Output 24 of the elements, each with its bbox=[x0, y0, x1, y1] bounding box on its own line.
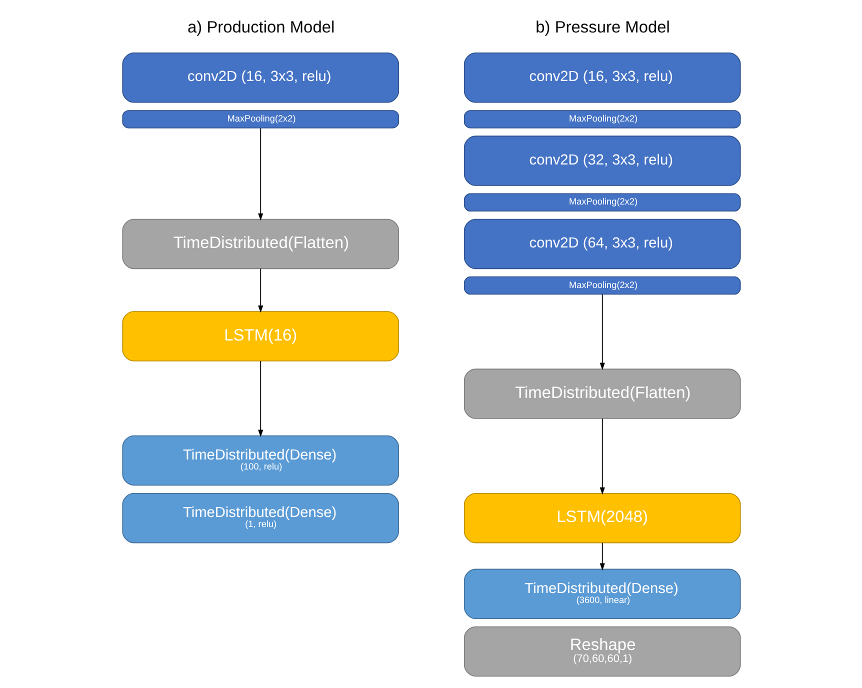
arrow bbox=[258, 360, 263, 438]
node-box: TimeDistributed(Dense) (1, relu) bbox=[122, 492, 399, 544]
arrow bbox=[258, 128, 263, 221]
node-box: TimeDistributed(Flatten) bbox=[122, 218, 399, 270]
node-box: MaxPooling(2x2) bbox=[122, 110, 399, 128]
node-box: MaxPooling(2x2) bbox=[463, 193, 740, 212]
label: b) Pressure Model bbox=[535, 18, 670, 36]
node-box: conv2D (16, 3x3, relu) bbox=[122, 52, 399, 103]
node-box: Reshape (70,60,60,1) bbox=[463, 626, 740, 677]
node-box: conv2D (16, 3x3, relu) bbox=[463, 52, 740, 103]
arrow bbox=[258, 268, 263, 313]
node-box: conv2D (32, 3x3, relu) bbox=[463, 136, 740, 186]
arrow bbox=[599, 542, 604, 571]
label: a) Production Model bbox=[187, 18, 334, 36]
arrow bbox=[599, 418, 604, 495]
node-box: MaxPooling(2x2) bbox=[463, 276, 740, 295]
node-box: TimeDistributed(Dense) (100, relu) bbox=[122, 435, 399, 486]
node-box: LSTM(2048) bbox=[463, 492, 740, 544]
node-box: LSTM(16) bbox=[122, 311, 399, 362]
node-box: conv2D (64, 3x3, relu) bbox=[463, 218, 740, 270]
arrow bbox=[599, 294, 604, 370]
node-box: TimeDistributed(Dense) (3600, linear) bbox=[463, 568, 740, 620]
node-box: MaxPooling(2x2) bbox=[463, 110, 740, 128]
node-box: TimeDistributed(Flatten) bbox=[463, 368, 740, 419]
